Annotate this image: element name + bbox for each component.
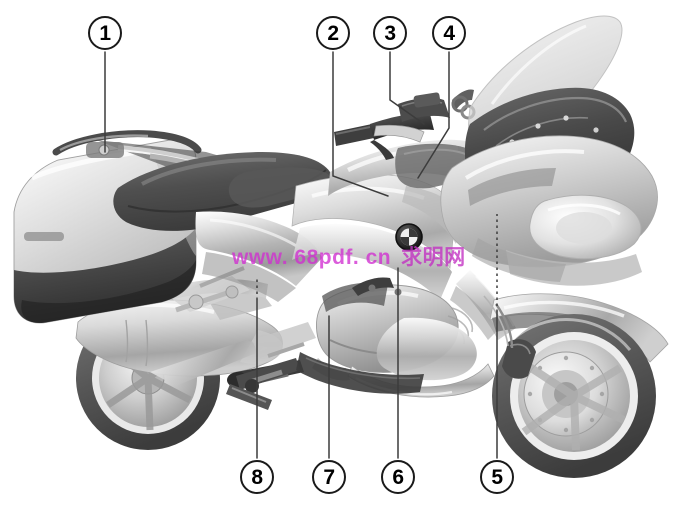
centre-stand bbox=[226, 384, 272, 410]
callout-7-label: 7 bbox=[323, 465, 335, 489]
callout-6-label: 6 bbox=[392, 465, 404, 489]
bmw-roundel bbox=[395, 223, 423, 251]
callout-7[interactable]: 7 bbox=[312, 460, 346, 494]
callout-5-label: 5 bbox=[491, 465, 503, 489]
callout-8-label: 8 bbox=[251, 465, 263, 489]
site-watermark: www. 68pdf. cn 求明网 bbox=[232, 241, 466, 271]
sump-guard bbox=[296, 352, 424, 394]
watermark-site-name: 求明网 bbox=[401, 246, 466, 269]
callout-4-label: 4 bbox=[443, 21, 455, 45]
front-fairing bbox=[440, 87, 658, 286]
boxer-engine bbox=[316, 277, 477, 381]
callout-5[interactable]: 5 bbox=[480, 460, 514, 494]
front-wheel bbox=[492, 314, 656, 478]
footrest-assembly bbox=[236, 322, 316, 393]
callout-2[interactable]: 2 bbox=[316, 16, 350, 50]
callout-3[interactable]: 3 bbox=[373, 16, 407, 50]
callout-4[interactable]: 4 bbox=[432, 16, 466, 50]
callout-1-label: 1 bbox=[99, 21, 111, 45]
watermark-url: www. 68pdf. cn bbox=[232, 246, 392, 269]
brake-line bbox=[483, 295, 514, 349]
callout-2-label: 2 bbox=[327, 21, 339, 45]
seat bbox=[113, 152, 333, 231]
callout-1[interactable]: 1 bbox=[88, 16, 122, 50]
callout-3-label: 3 bbox=[384, 21, 396, 45]
callout-8[interactable]: 8 bbox=[240, 460, 274, 494]
callout-6[interactable]: 6 bbox=[381, 460, 415, 494]
